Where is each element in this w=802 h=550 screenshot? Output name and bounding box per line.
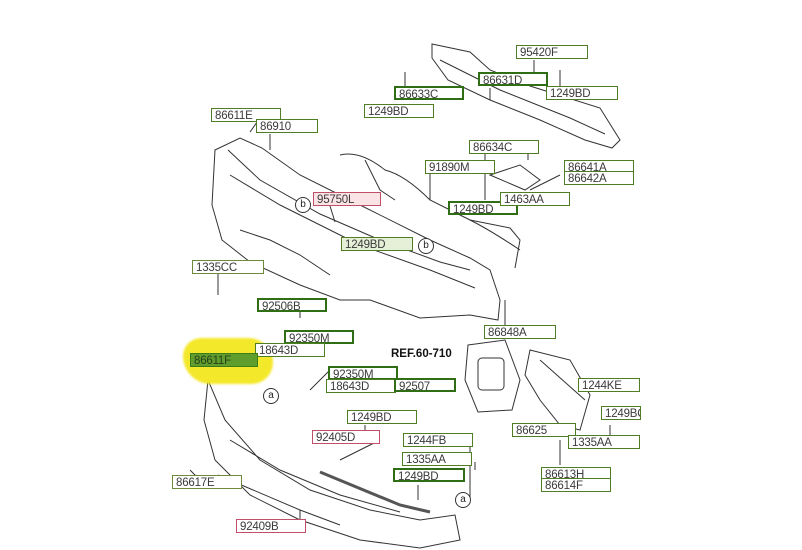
- callout-86614F[interactable]: 86614F: [541, 478, 611, 492]
- callout-95420F[interactable]: 95420F: [516, 45, 588, 59]
- callout-86642A[interactable]: 86642A: [564, 171, 634, 185]
- reference-label[interactable]: REF.60-710: [391, 348, 452, 360]
- callout-92409B[interactable]: 92409B: [236, 519, 306, 533]
- callout-1463AA[interactable]: 1463AA: [500, 192, 570, 206]
- callout-1249BD[interactable]: 1249BD: [546, 86, 618, 100]
- right-side-bracket: [488, 164, 541, 191]
- callout-86634C[interactable]: 86634C: [469, 140, 539, 154]
- callout-86631D[interactable]: 86631D: [478, 72, 548, 87]
- callout-86611F-highlighted[interactable]: 86611F: [190, 353, 258, 367]
- marker-a: a: [455, 492, 471, 508]
- callout-92507[interactable]: 92507: [394, 378, 456, 393]
- rear-beam: [431, 43, 621, 149]
- callout-1249BD[interactable]: 1249BD: [341, 237, 413, 251]
- callout-1249BD[interactable]: 1249BD: [393, 468, 465, 483]
- callout-86611E[interactable]: 86611E: [211, 108, 281, 122]
- callout-92405D[interactable]: 92405D: [312, 430, 380, 444]
- callout-86848A[interactable]: 86848A: [484, 325, 556, 339]
- callout-95750L[interactable]: 95750L: [313, 192, 381, 206]
- callout-18643D[interactable]: 18643D: [326, 379, 396, 393]
- callout-92350M[interactable]: 92350M: [328, 366, 398, 381]
- callout-1335AA[interactable]: 1335AA: [402, 452, 472, 466]
- callout-1335AA[interactable]: 1335AA: [568, 435, 640, 449]
- callout-18643D[interactable]: 18643D: [255, 343, 325, 357]
- lower-valance: [203, 379, 461, 549]
- marker-b: b: [295, 197, 311, 213]
- callout-91890M[interactable]: 91890M: [425, 160, 495, 174]
- callout-1249BD[interactable]: 1249BD: [364, 104, 434, 118]
- callout-86633C[interactable]: 86633C: [394, 86, 464, 101]
- callout-1244FB[interactable]: 1244FB: [403, 433, 473, 447]
- callout-1335CC[interactable]: 1335CC: [192, 260, 264, 274]
- marker-a: a: [263, 388, 279, 404]
- callout-86625[interactable]: 86625: [512, 423, 576, 437]
- callout-1249BC[interactable]: 1249BC: [601, 406, 641, 420]
- callout-86910[interactable]: 86910: [256, 119, 318, 133]
- callout-92506B[interactable]: 92506B: [257, 298, 327, 313]
- callout-92350M[interactable]: 92350M: [284, 330, 354, 345]
- callout-86617E[interactable]: 86617E: [172, 475, 242, 489]
- callout-1244KE[interactable]: 1244KE: [578, 378, 640, 392]
- ref-panel: [464, 339, 521, 413]
- callout-1249BD[interactable]: 1249BD: [347, 410, 417, 424]
- marker-b: b: [418, 238, 434, 254]
